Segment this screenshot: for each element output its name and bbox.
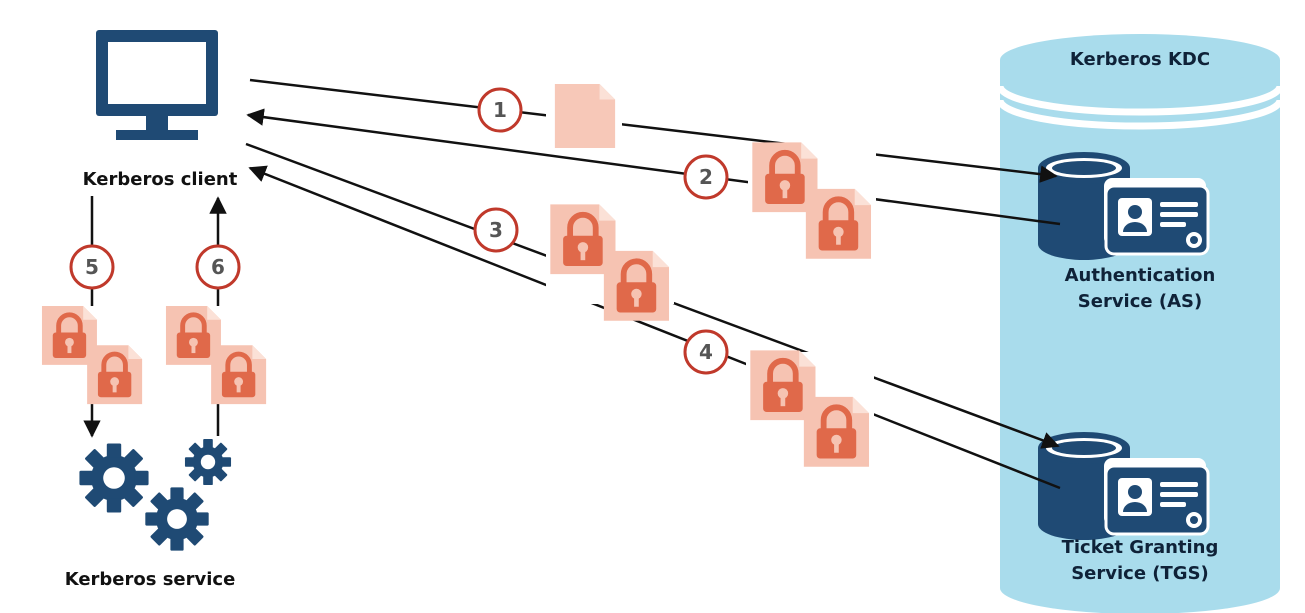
locked-documents-step-3 [546,204,674,320]
document-icon [546,80,622,152]
step-6-number: 6 [211,255,225,279]
step-2-marker: 2 [683,154,729,200]
step-1-number: 1 [493,98,507,122]
locked-documents-step-6 [162,306,272,404]
as-label-line-1: Authentication [1064,265,1216,286]
service-label: Kerberos service [64,569,236,590]
step-6-marker: 6 [195,244,241,290]
arrow-step-2 [246,108,1061,226]
computer-icon [96,30,218,140]
arrow-step-1 [249,78,1058,183]
step-2-number: 2 [699,165,713,189]
step-3-number: 3 [489,218,503,242]
step-4-number: 4 [699,340,713,364]
step-5-marker: 5 [69,244,115,290]
locked-documents-step-5 [38,306,148,404]
as-label-line-2: Service (AS) [1077,291,1203,312]
arrow-step-4 [248,165,1061,490]
tgs-label-line-1: Ticket Granting [1061,537,1219,558]
kdc-title: Kerberos KDC [1069,49,1211,70]
tgs-label-line-2: Service (TGS) [1071,563,1209,584]
step-1-marker: 1 [477,87,523,133]
gears-icon [79,438,232,551]
step-markers: 1 2 3 4 5 6 [69,87,729,375]
step-5-number: 5 [85,255,99,279]
step-3-marker: 3 [473,207,519,253]
step-4-marker: 4 [683,329,729,375]
locked-documents-step-2 [748,142,876,258]
client-label: Kerberos client [82,169,238,190]
locked-documents-step-4 [746,350,874,466]
